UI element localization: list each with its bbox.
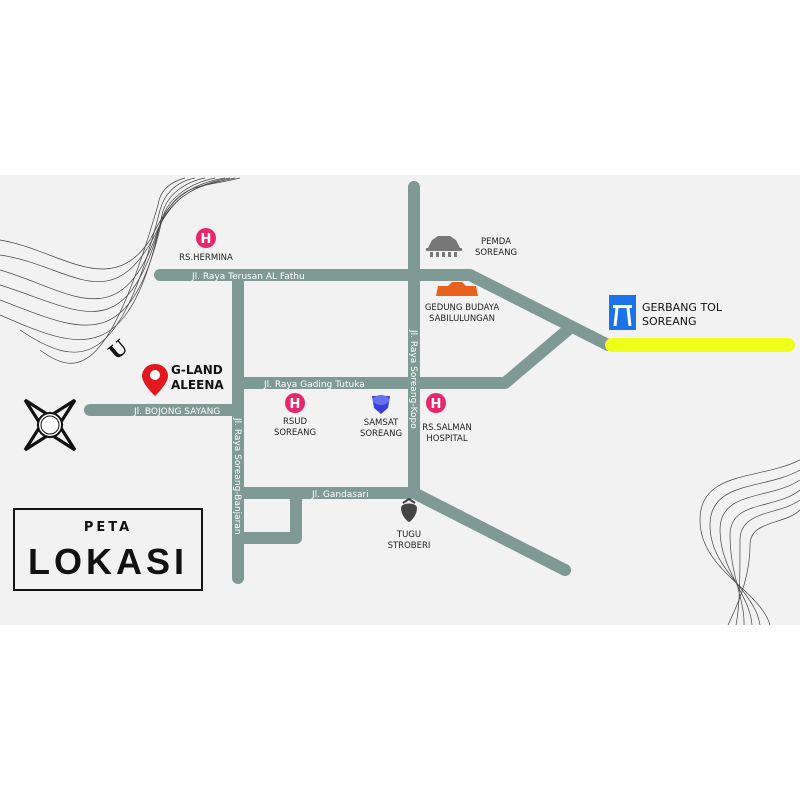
svg-text:H: H (431, 397, 442, 412)
place-salman-line2: HOSPITAL (426, 434, 467, 444)
government-building-icon (426, 236, 462, 257)
place-rs-hermina: RS.HERMINA (179, 253, 233, 263)
place-tugu-line2: STROBERI (388, 541, 431, 551)
place-samsat-line1: SAMSAT (364, 418, 399, 428)
title-small: PETA (84, 520, 132, 535)
title-box (13, 508, 203, 591)
svg-text:H: H (290, 397, 301, 412)
place-gedung-line1: GEDUNG BUDAYA (425, 303, 500, 313)
place-rsud-line1: RSUD (283, 417, 308, 427)
road-network (84, 181, 795, 584)
compass-icon (23, 398, 77, 452)
wave-decoration-bottom-right (699, 459, 800, 626)
toll-gate-icon (609, 295, 636, 330)
road-label-terusan: Jl. Raya Terusan AL Fathu (191, 272, 305, 282)
road-label-gading: Jl. Raya Gading Tutuka (263, 380, 365, 390)
place-salman-line1: RS.SALMAN (422, 423, 472, 433)
title-large: LOKASI (28, 541, 188, 582)
police-emblem-icon (372, 395, 390, 414)
place-toll-line1: GERBANG TOL (642, 301, 723, 314)
hospital-icon: H (285, 393, 305, 413)
strawberry-icon (401, 497, 417, 522)
cultural-building-icon (436, 282, 478, 296)
place-gedung-line2: SABILULUNGAN (429, 314, 495, 324)
location-pin-icon (142, 364, 168, 396)
location-name-line2: ALEENA (171, 378, 224, 392)
place-tugu-line1: TUGU (396, 530, 421, 540)
road-label-banjaran: Jl. Raya Soreang-Banjaran (232, 417, 242, 535)
place-toll-line2: SOREANG (642, 315, 697, 328)
road-label-bojong: Jl. BOJONG SAYANG (133, 407, 220, 417)
map-background (0, 175, 800, 625)
road-label-kopo: Jl. Raya Soreang-Kopo (408, 329, 418, 429)
place-pemda-line2: SOREANG (475, 248, 517, 258)
road-label-gandasari: Jl. Gandasari (311, 490, 369, 500)
wave-decoration-top-left (0, 177, 241, 364)
svg-text:H: H (201, 232, 212, 247)
place-pemda-line1: PEMDA (481, 237, 511, 247)
hospital-icon: H (426, 393, 446, 413)
hospital-icon: H (196, 228, 216, 248)
place-rsud-line2: SOREANG (274, 428, 316, 438)
place-samsat-line2: SOREANG (360, 429, 402, 439)
location-name-line1: G-LAND (171, 363, 223, 377)
